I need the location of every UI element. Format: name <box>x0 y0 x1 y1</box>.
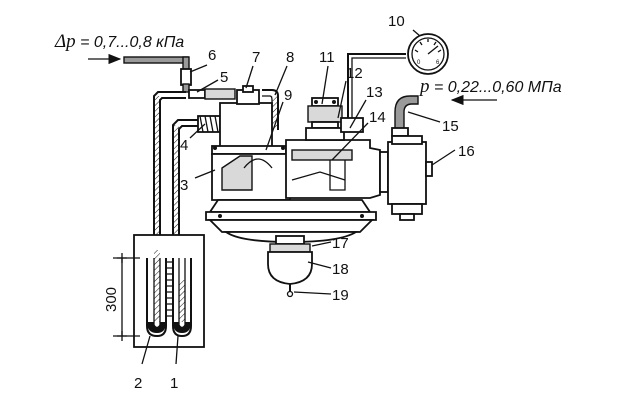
callout-3: 3 <box>180 177 188 194</box>
callout-15: 15 <box>442 118 459 135</box>
low-pressure-label: Δp = 0,7...0,8 кПа <box>54 31 184 52</box>
callout-12: 12 <box>346 65 363 82</box>
gauge-scale-zero: 0 <box>417 60 421 66</box>
gauge-scale-six: 6 <box>436 60 440 66</box>
dimension-value: 300 <box>103 287 120 312</box>
inlet-elbow-15 <box>391 95 419 137</box>
callout-17: 17 <box>332 235 349 252</box>
u-tube-manometer <box>133 234 205 348</box>
callout-6: 6 <box>208 47 216 64</box>
filter-16 <box>379 135 433 221</box>
callout-4: 4 <box>180 137 188 154</box>
callout-9: 9 <box>284 87 292 104</box>
high-pressure-label: p = 0,22...0,60 МПа <box>418 76 562 97</box>
callout-18: 18 <box>332 261 349 278</box>
callout-11: 11 <box>319 49 335 66</box>
inlet-pipe-6 <box>123 56 192 93</box>
regulator-body <box>205 139 381 243</box>
callout-labels: 1 2 3 4 5 6 7 8 9 10 11 12 13 14 15 16 1… <box>134 13 475 392</box>
callout-19: 19 <box>332 287 349 304</box>
callout-13: 13 <box>366 84 383 101</box>
pressure-gauge: 0 6 <box>347 33 449 118</box>
callout-10: 10 <box>388 13 405 30</box>
callout-2: 2 <box>134 375 142 392</box>
callout-16: 16 <box>458 143 475 160</box>
lower-housing <box>267 235 313 298</box>
callout-14: 14 <box>369 109 386 126</box>
low-pressure-header: Δp = 0,7...0,8 кПа <box>54 31 184 65</box>
callout-8: 8 <box>286 49 294 66</box>
high-pressure-header: p = 0,22...0,60 МПа <box>418 76 562 106</box>
callout-7: 7 <box>252 49 260 66</box>
pilot-block <box>219 85 279 148</box>
pipe-to-manometer <box>153 88 236 235</box>
callout-1: 1 <box>170 375 178 392</box>
valve-stack <box>305 97 364 141</box>
pipe-from-filter <box>172 115 221 235</box>
dimension-300: 300 <box>103 252 140 342</box>
leader-lines <box>141 29 456 365</box>
callout-5: 5 <box>220 69 228 86</box>
valve-5 <box>188 89 206 99</box>
